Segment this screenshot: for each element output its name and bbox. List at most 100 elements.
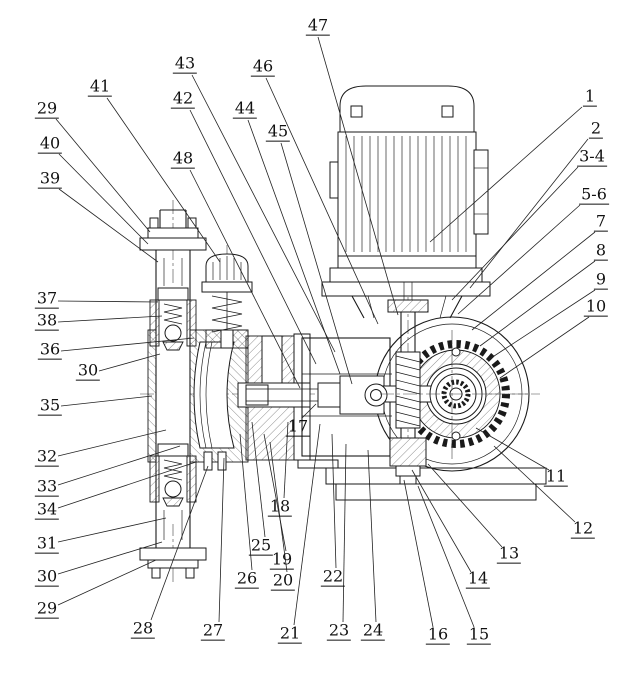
part-label-10: 10: [583, 296, 609, 317]
base-plate: [297, 459, 547, 501]
motor-cooling-fins: [345, 136, 467, 252]
part-label-43: 43: [172, 53, 198, 74]
leader-line-13: [427, 463, 503, 548]
leader-line-28: [150, 465, 209, 621]
leader-line-29: [57, 559, 157, 606]
part-label-46: 46: [250, 56, 276, 77]
leader-line-15: [417, 485, 475, 628]
leader-line-23: [342, 443, 347, 623]
leader-line-35: [60, 395, 153, 407]
part-label-24: 24: [360, 620, 386, 641]
leader-line-27: [218, 457, 225, 623]
part-label-22: 22: [320, 566, 346, 587]
part-label-27: 27: [200, 620, 226, 641]
part-label-5-6: 5-6: [579, 184, 609, 205]
leader-line-37: [57, 300, 159, 303]
part-label-31: 31: [34, 533, 60, 554]
part-label-11: 11: [543, 466, 569, 487]
part-label-41: 41: [87, 76, 113, 97]
part-label-19: 19: [269, 549, 295, 570]
part-label-18: 18: [267, 496, 293, 517]
leader-line-48: [189, 169, 301, 389]
leader-line-45: [280, 142, 353, 385]
leader-line-42: [189, 109, 317, 365]
leader-line-34: [57, 461, 197, 509]
worm-shaft: [387, 299, 429, 485]
leader-line-36: [60, 337, 195, 352]
electric-motor: [321, 85, 491, 319]
part-label-29: 29: [34, 98, 60, 119]
leader-line-19: [263, 433, 287, 552]
part-label-8: 8: [593, 240, 609, 261]
bearing-nut: [399, 475, 417, 485]
leader-line-21: [293, 423, 321, 626]
leader-lines: [55, 36, 596, 628]
leader-line-47: [317, 36, 399, 316]
leader-line-26: [239, 433, 253, 571]
leader-line-5-6: [457, 204, 581, 315]
part-label-13: 13: [496, 543, 522, 564]
leader-line-44: [247, 119, 341, 375]
leader-line-30: [98, 353, 161, 372]
head-stud-bolt: [203, 451, 213, 471]
part-label-45: 45: [265, 121, 291, 142]
bottom-bearing: [390, 438, 426, 466]
leader-line-41: [106, 97, 221, 263]
part-label-23: 23: [326, 620, 352, 641]
valve-spring: [211, 295, 243, 333]
leader-line-31: [57, 517, 167, 543]
leader-line-22: [331, 433, 337, 569]
diaphragm-head: [147, 286, 249, 524]
leader-line-30: [57, 541, 163, 575]
leader-line-7: [471, 231, 596, 331]
leader-line-32: [57, 429, 167, 457]
part-label-14: 14: [465, 568, 491, 589]
plunger-coupling: [317, 382, 343, 408]
part-label-34: 34: [34, 499, 60, 520]
part-label-47: 47: [305, 15, 331, 36]
leader-line-8: [479, 260, 596, 347]
leader-line-18: [283, 421, 289, 499]
valve-ball: [164, 480, 182, 498]
leader-line-16: [403, 479, 434, 628]
leader-line-39: [58, 188, 159, 263]
leader-line-25: [251, 421, 266, 538]
leader-line-46: [265, 77, 379, 325]
valve-ball: [164, 324, 182, 342]
leader-line-17: [301, 403, 317, 419]
leader-line-29: [55, 118, 151, 233]
part-label-15: 15: [466, 624, 492, 645]
part-label-29: 29: [34, 598, 60, 619]
leader-line-24: [367, 449, 377, 623]
part-label-35: 35: [37, 395, 63, 416]
leader-line-14: [411, 469, 472, 573]
part-label-30: 30: [34, 566, 60, 587]
part-label-42: 42: [170, 88, 196, 109]
part-label-36: 36: [37, 339, 63, 360]
leader-line-20: [269, 441, 288, 573]
part-label-33: 33: [34, 476, 60, 497]
leader-line-10: [499, 316, 590, 379]
leader-line-3-4: [451, 166, 579, 301]
bottom-pipe-flange: [139, 547, 207, 561]
part-label-39: 39: [37, 168, 63, 189]
part-label-44: 44: [232, 98, 258, 119]
part-label-40: 40: [37, 133, 63, 154]
part-label-1: 1: [582, 86, 598, 107]
leader-line-43: [191, 74, 336, 353]
part-label-7: 7: [593, 211, 609, 232]
pump-body: [237, 333, 343, 461]
part-label-37: 37: [34, 288, 60, 309]
leader-line-11: [475, 427, 550, 471]
leader-line-2: [469, 138, 589, 289]
part-label-30: 30: [75, 360, 101, 381]
leader-line-38: [57, 315, 163, 323]
part-label-38: 38: [34, 310, 60, 331]
head-stud-bolt: [217, 451, 227, 471]
part-label-48: 48: [170, 148, 196, 169]
worm-thread: [395, 355, 421, 427]
part-label-26: 26: [234, 568, 260, 589]
part-label-20: 20: [270, 570, 296, 591]
